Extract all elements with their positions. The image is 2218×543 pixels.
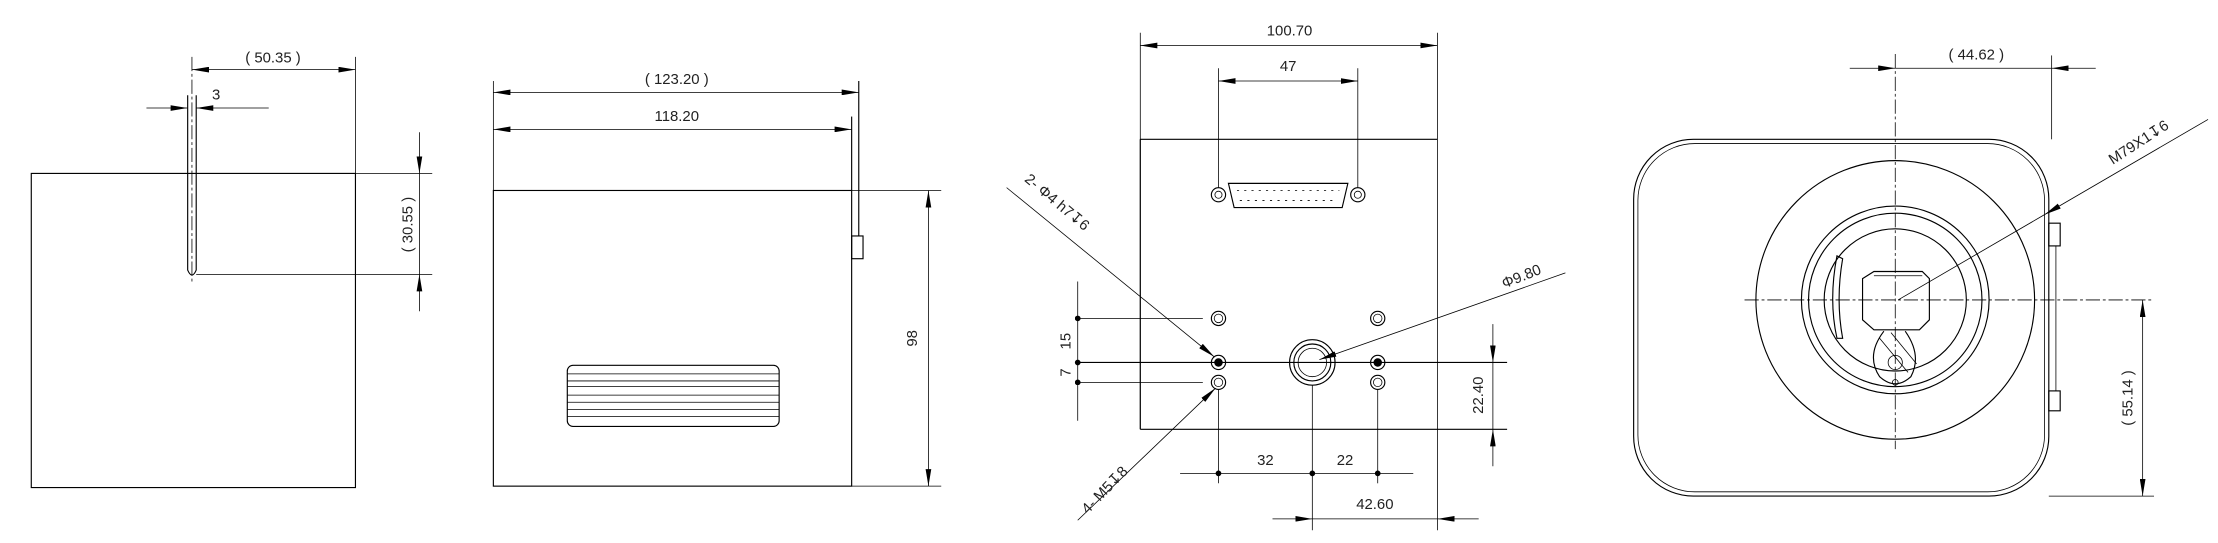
dim-label-height: 98 (904, 330, 921, 347)
front-view: ( 44.62 ) ( 55.14 ) M79X1↧6 (1633, 47, 2209, 497)
side-view-body (492, 189, 853, 487)
front-housing-outer (1633, 138, 2050, 497)
dim-label-width: ( 50.35 ) (245, 50, 301, 67)
dim-label-center-y: ( 55.14 ) (2120, 370, 2137, 426)
dim-label-hole-height: 22.40 (1470, 377, 1487, 414)
side-view: ( 123.20 ) 118.20 98 (492, 71, 942, 487)
top-view-body (30, 172, 357, 489)
side-connector-nub (851, 235, 864, 260)
dim-label-hole-spacing-upper: 15 (1058, 333, 1075, 350)
leader-port-diameter (1319, 272, 1566, 360)
mounting-holes (1210, 310, 1386, 391)
dim-label-hole-spacing-lower: 7 (1058, 368, 1075, 376)
dim-label-center-x: ( 44.62 ) (1949, 47, 2005, 64)
leader-thread (2044, 119, 2209, 215)
front-housing-inner (1637, 143, 2045, 493)
dim-label-width: 100.70 (1267, 23, 1313, 40)
dim-label-left-offset: 32 (1257, 452, 1274, 469)
callout-port-diameter: Φ9.80 (1499, 261, 1543, 292)
dim-label-overall-length: ( 123.20 ) (645, 71, 709, 88)
callout-threaded-holes: 4- M5↧8 (1078, 463, 1131, 517)
dim-label-connector-pitch: 47 (1280, 58, 1297, 75)
callout-pin-holes: 2- Φ4 h7↧6 (1021, 171, 1093, 235)
rear-view: 100.70 47 15 7 (1006, 23, 1566, 531)
callout-thread: M79X1↧6 (2106, 117, 2172, 168)
dim-label-height: ( 30.55 ) (399, 197, 416, 253)
db25-connector (1210, 182, 1366, 209)
leader-threaded-holes (1077, 387, 1216, 521)
dim-label-thickness: 3 (212, 87, 220, 104)
dim-label-right-offset: 22 (1337, 452, 1354, 469)
dim-label-center-offset: 42.60 (1356, 496, 1393, 513)
top-view: ( 50.35 ) 3 ( 30.55 ) (30, 50, 433, 489)
leader-pin-holes (1006, 187, 1215, 358)
sensor-assembly (1832, 255, 1930, 386)
vent-grill (566, 364, 780, 428)
dim-label-body-length: 118.20 (655, 108, 700, 125)
